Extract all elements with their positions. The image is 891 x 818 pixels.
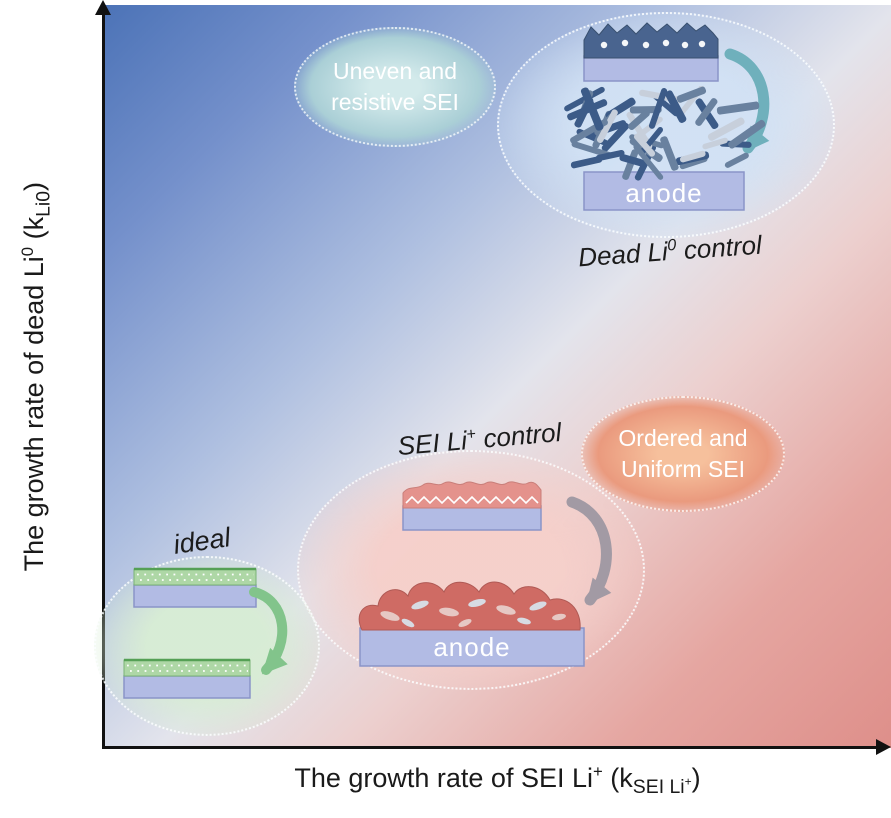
y-axis-line <box>102 8 105 748</box>
caption-dead-post: control <box>675 229 763 266</box>
uneven-sei-line1: Uneven and <box>332 57 458 84</box>
ideal-sei-layer <box>133 568 257 586</box>
x-axis-label: The growth rate of SEI Li+ (kSEI Li+) <box>104 762 891 799</box>
dead-li-illustration <box>564 86 766 211</box>
ideal-cycle-arrow-icon <box>249 587 288 675</box>
ideal-sei-layer <box>123 659 251 677</box>
anode-slab <box>402 505 542 531</box>
ideal-stack-top-illustration <box>133 567 257 608</box>
anode-slab <box>583 171 745 211</box>
caption-sei-pre: SEI Li <box>396 425 469 462</box>
uneven-sei-line2: resistive SEI <box>331 89 459 115</box>
mossy-sei-illustration <box>358 581 585 667</box>
sei-pore-dots <box>600 39 706 49</box>
x-axis-label-sub-sup: + <box>684 774 692 789</box>
x-axis-label-text: The growth rate of SEI Li <box>294 763 593 793</box>
ordered-sei-line2: Uniform SEI <box>621 456 745 482</box>
anode-slab <box>583 55 719 82</box>
sei-dot-texture <box>137 573 254 581</box>
x-axis-line <box>102 746 884 749</box>
sei-dot-texture <box>127 664 248 672</box>
anode-label: anode <box>433 632 511 662</box>
x-axis-label-sup: + <box>592 762 603 781</box>
anode-slab <box>123 675 251 699</box>
dead-li-growth-arrow-icon <box>724 48 770 154</box>
anode-slab <box>359 627 585 667</box>
anode-label: anode <box>625 178 703 208</box>
dead-li-whiskers <box>564 86 766 181</box>
rough-sei-illustration <box>583 22 719 82</box>
ordered-sei-line1: Ordered and <box>618 424 748 451</box>
x-axis-label-end: ) <box>691 763 701 793</box>
y-axis-label: The growth rate of dead Li0 (kLi0) <box>18 182 55 571</box>
sei-growth-arrow-icon <box>566 496 612 606</box>
mossy-highlight-flecks <box>380 598 566 628</box>
ordered-sei-illustration <box>402 481 542 531</box>
y-axis-label-end: ) <box>19 181 50 191</box>
x-axis-label-sub: SEI Li+ <box>632 774 692 799</box>
y-axis-label-area: The growth rate of dead Li0 (kLi0) <box>0 5 74 748</box>
x-axis-label-sub-text: SEI Li <box>632 776 685 799</box>
ordered-sei-layer <box>402 481 542 509</box>
y-axis-label-sub: Li0 <box>32 190 55 217</box>
x-axis-label-mid: (k <box>602 763 633 793</box>
anode-slab <box>133 584 257 608</box>
caption-dead-pre: Dead Li <box>577 236 669 273</box>
y-axis-label-sup: 0 <box>18 246 38 257</box>
y-axis-label-mid: (k <box>19 216 50 247</box>
x-axis-arrowhead-icon <box>876 739 891 755</box>
caption-sei-post: control <box>474 416 563 455</box>
uneven-sei-layer <box>583 22 719 59</box>
label-ordered-uniform-sei: Ordered and Uniform SEI <box>581 396 785 512</box>
ideal-stack-bottom-illustration <box>123 658 251 699</box>
label-uneven-resistive-sei: Uneven and resistive SEI <box>294 27 496 147</box>
sei-zigzag-pattern <box>405 495 539 505</box>
y-axis-label-text: The growth rate of dead Li <box>19 256 50 572</box>
y-axis-arrowhead-icon <box>95 0 111 15</box>
